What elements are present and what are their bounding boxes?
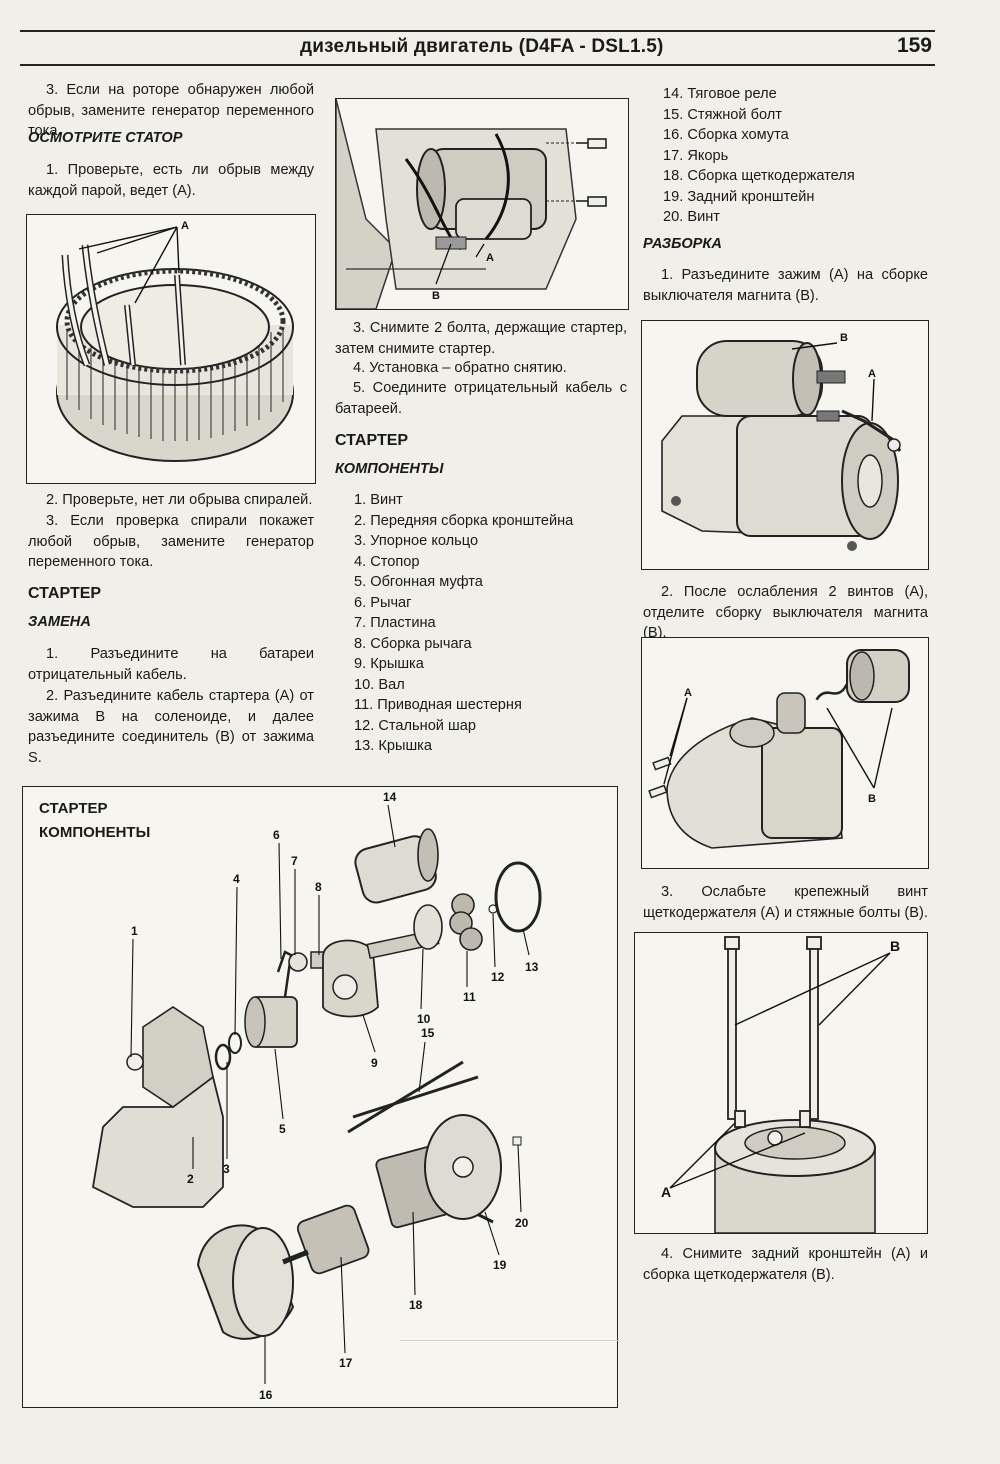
callout-number-14: 14 bbox=[383, 790, 397, 804]
col1-paragraph-4: 3. Если проверка спирали покажет любой о… bbox=[28, 513, 314, 570]
header-rule-bottom bbox=[20, 64, 935, 66]
col3-paragraph-4: 4. Снимите задний кронштейн (А) и сборка… bbox=[643, 1246, 928, 1283]
page-header-title: дизельный двигатель (D4FA - DSL1.5) bbox=[300, 36, 664, 57]
heading-starter-col2: СТАРТЕР bbox=[335, 432, 409, 449]
figure-starter-exploded: СТАРТЕР КОМПОНЕНТЫ bbox=[22, 786, 618, 1408]
fig1-callout-a: A bbox=[868, 368, 876, 380]
figure-stator: A bbox=[26, 214, 316, 484]
col1-paragraph-6: 2. Разъедините кабель стартера (А) от за… bbox=[28, 688, 314, 766]
callout-number-2: 2 bbox=[187, 1172, 194, 1186]
component-list-item: 10. Вал bbox=[354, 676, 405, 693]
figure-starter-mounting: B A bbox=[335, 98, 629, 310]
component-list-item: 12. Стальной шар bbox=[354, 717, 476, 734]
callout-number-13: 13 bbox=[525, 960, 539, 974]
callout-number-11: 11 bbox=[463, 990, 476, 1004]
heading-components: КОМПОНЕНТЫ bbox=[335, 461, 444, 477]
mount-callout-b: B bbox=[432, 290, 440, 302]
col1-paragraph-3: 2. Проверьте, нет ли обрыва спиралей. bbox=[46, 492, 313, 508]
component-list-item: 13. Крышка bbox=[354, 738, 432, 754]
component-list-item: 5. Обгонная муфта bbox=[354, 574, 483, 590]
header-rule-top bbox=[20, 30, 935, 32]
col3-paragraph-2: 2. После ослабления 2 винтов (А), отдели… bbox=[643, 584, 928, 641]
component-list-item: 1. Винт bbox=[354, 492, 403, 508]
col3-paragraph-3: 3. Ослабьте крепежный винт щеткодержател… bbox=[643, 884, 928, 921]
fig3-callout-b: B bbox=[890, 938, 900, 954]
callout-number-4: 4 bbox=[233, 872, 240, 886]
callout-number-19: 19 bbox=[493, 1258, 507, 1272]
component-list-item: 6. Рычаг bbox=[354, 594, 412, 611]
component-list-item: 15. Стяжной болт bbox=[663, 106, 782, 123]
callout-number-7: 7 bbox=[291, 854, 298, 868]
through-bolts-illustration: B A bbox=[661, 936, 900, 1233]
callout-number-12: 12 bbox=[491, 970, 505, 984]
fig2-callout-a: A bbox=[684, 687, 692, 699]
figure-magnet-switch-removed: A B bbox=[641, 637, 929, 869]
col2-paragraph-3: 5. Соедините отрицательный кабель с бата… bbox=[335, 380, 627, 417]
bleed-through-decoration bbox=[400, 1340, 620, 1381]
components-list-14-20: 14. Тяговое реле 15. Стяжной болт 16. Сбор… bbox=[663, 84, 963, 228]
col1-paragraph-2: 1. Проверьте, есть ли обрыв между каждой… bbox=[28, 162, 314, 199]
callout-number-3: 3 bbox=[223, 1162, 230, 1176]
fig1-callout-b: B bbox=[840, 332, 848, 344]
col1-paragraph-5: 1. Разъедините на батареи отрицательный … bbox=[28, 646, 314, 683]
component-list-item: 7. Пластина bbox=[354, 615, 436, 631]
callout-number-6: 6 bbox=[273, 828, 280, 842]
fig3-callout-a: A bbox=[661, 1184, 671, 1200]
stator-illustration: A bbox=[56, 220, 294, 462]
component-list-item: 8. Сборка рычага bbox=[354, 635, 472, 652]
callout-number-5: 5 bbox=[279, 1122, 286, 1136]
heading-replacement: ЗАМЕНА bbox=[28, 614, 91, 630]
component-list-item: 19. Задний кронштейн bbox=[663, 188, 815, 205]
callout-number-10: 10 bbox=[417, 1012, 431, 1026]
magnet-switch-illustration: B A bbox=[661, 332, 902, 551]
component-list-item: 18. Сборка щеткодержателя bbox=[663, 168, 855, 184]
component-list-item: 16. Сборка хомута bbox=[663, 127, 789, 143]
magnet-switch-removed-illustration: A B bbox=[648, 649, 910, 849]
diagram-title: СТАРТЕР КОМПОНЕНТЫ bbox=[39, 800, 151, 841]
col3-paragraph-1: 1. Разъедините зажим (А) на сборке выклю… bbox=[643, 267, 928, 304]
component-list-item: 17. Якорь bbox=[663, 147, 729, 164]
component-list-item: 2. Передняя сборка кронштейна bbox=[354, 512, 574, 529]
component-list-item: 3. Упорное кольцо bbox=[354, 533, 479, 549]
callout-number-18: 18 bbox=[409, 1298, 423, 1312]
col2-paragraph-1: 3. Снимите 2 болта, держащие стартер, за… bbox=[335, 320, 627, 357]
component-list-item: 4. Стопор bbox=[354, 553, 420, 570]
figure-magnet-switch-terminal: B A bbox=[641, 320, 929, 570]
callout-number-16: 16 bbox=[259, 1388, 273, 1402]
stator-callout-a: A bbox=[181, 220, 189, 232]
mount-callout-a: A bbox=[486, 252, 494, 264]
components-list-1-13: 1. Винт 2. Передняя сборка кронштейна 3. У… bbox=[354, 490, 624, 757]
callout-number-17: 17 bbox=[339, 1356, 353, 1370]
heading-disassembly: РАЗБОРКА bbox=[643, 236, 722, 252]
fig2-callout-b: B bbox=[868, 793, 876, 805]
component-list-item: 11. Приводная шестерня bbox=[354, 697, 522, 713]
callout-number-1: 1 bbox=[131, 924, 138, 938]
heading-starter-col1: СТАРТЕР bbox=[28, 585, 102, 602]
callout-number-9: 9 bbox=[371, 1056, 378, 1070]
callout-number-15: 15 bbox=[421, 1026, 435, 1040]
heading-inspect-stator: ОСМОТРИТЕ СТАТОР bbox=[28, 130, 183, 146]
callout-number-20: 20 bbox=[515, 1216, 529, 1230]
col2-paragraph-2: 4. Установка – обратно снятию. bbox=[353, 360, 567, 376]
callout-number-8: 8 bbox=[315, 880, 322, 894]
starter-mounting-illustration: B A bbox=[336, 99, 607, 309]
page-number: 159 bbox=[896, 34, 932, 57]
component-list-item: 20. Винт bbox=[663, 209, 720, 225]
component-list-item: 9. Крышка bbox=[354, 656, 424, 672]
figure-through-bolts: B A bbox=[634, 932, 928, 1234]
component-list-item: 14. Тяговое реле bbox=[663, 86, 777, 102]
col1-paragraph-1: 3. Если на роторе обнаружен любой обрыв,… bbox=[28, 82, 314, 139]
